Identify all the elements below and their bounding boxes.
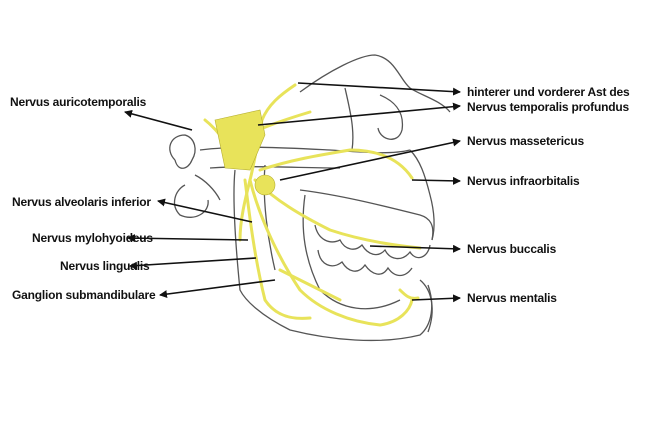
- label-ganglion: Ganglion submandibulare: [12, 288, 156, 302]
- label-buccalis: Nervus buccalis: [467, 242, 557, 256]
- label-temporalis-line2: Nervus temporalis profundus: [467, 100, 629, 114]
- arrow-temporalis-1: [297, 82, 461, 96]
- label-mylohyoideus: Nervus mylohyoideus: [32, 231, 153, 245]
- label-temporalis-line1: hinterer und vorderer Ast des: [467, 85, 630, 99]
- label-auricotemporalis: Nervus auricotemporalis: [10, 95, 147, 109]
- label-mentalis: Nervus mentalis: [467, 291, 557, 305]
- arrow-ganglion: [159, 279, 276, 299]
- arrow-mentalis: [411, 294, 461, 303]
- label-infraorbitalis: Nervus infraorbitalis: [467, 174, 580, 188]
- arrow-massetericus: [279, 138, 461, 181]
- label-massetericus: Nervus massetericus: [467, 134, 584, 148]
- arrow-temporalis-2: [257, 102, 461, 126]
- label-lingualis: Nervus lingualis: [60, 259, 150, 273]
- arrow-mylohyoideus: [127, 234, 249, 243]
- ganglion-cluster: [214, 109, 276, 196]
- arrow-auricotemporalis: [124, 109, 193, 131]
- label-alveolaris: Nervus alveolaris inferior: [12, 195, 151, 209]
- arrow-lingualis: [129, 257, 257, 270]
- nerve-paths: [203, 83, 422, 327]
- arrow-alveolaris: [157, 198, 253, 223]
- arrow-infraorbitalis: [411, 176, 461, 185]
- arrow-buccalis: [369, 244, 461, 253]
